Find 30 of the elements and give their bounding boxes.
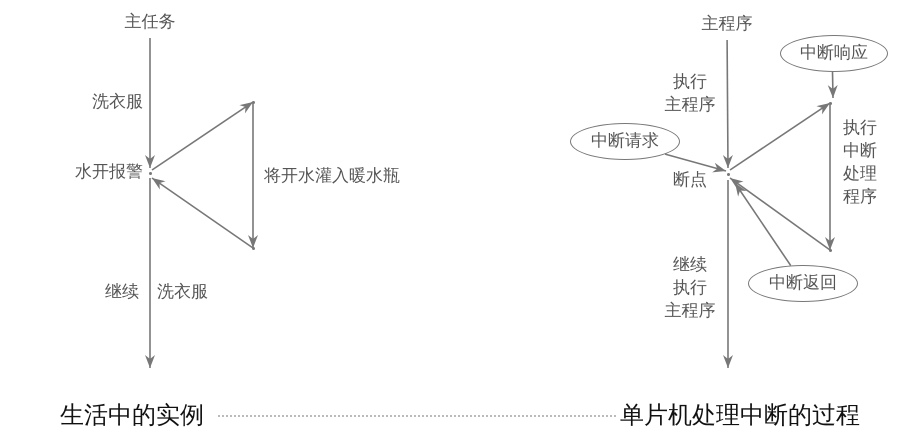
arrow bbox=[825, 103, 835, 250]
junction-point bbox=[148, 172, 152, 174]
text-label: 继续 bbox=[105, 281, 139, 304]
arrow bbox=[722, 40, 733, 168]
node-caption: 断点 bbox=[673, 170, 707, 190]
ellipse-node: 中断响应 bbox=[780, 35, 888, 72]
caption-text: 单片机处理中断的过程 bbox=[620, 400, 860, 431]
junction-point bbox=[252, 100, 254, 104]
node-label: 主程序 bbox=[692, 10, 762, 40]
arrow bbox=[145, 178, 155, 368]
arrow bbox=[248, 102, 258, 248]
node-label: 主任务 bbox=[115, 8, 185, 38]
arrow bbox=[730, 102, 830, 171]
junction-point bbox=[828, 248, 832, 252]
arrow bbox=[730, 177, 830, 251]
ellipse-node: 中断返回 bbox=[748, 265, 858, 302]
junction-point bbox=[252, 246, 254, 250]
node-caption: 水开报警 bbox=[75, 162, 143, 182]
junction-point bbox=[726, 172, 730, 176]
arrow bbox=[828, 72, 838, 98]
caption-text: 生活中的实例 bbox=[60, 400, 204, 431]
arrow bbox=[152, 177, 254, 249]
arrow bbox=[145, 38, 155, 168]
junction-point bbox=[828, 102, 832, 104]
text-label: 洗衣服 bbox=[157, 281, 208, 304]
arrow bbox=[664, 153, 726, 172]
ellipse-node: 中断请求 bbox=[570, 123, 680, 160]
arrow bbox=[152, 101, 254, 171]
arrow bbox=[723, 180, 733, 368]
arrow bbox=[734, 182, 792, 266]
